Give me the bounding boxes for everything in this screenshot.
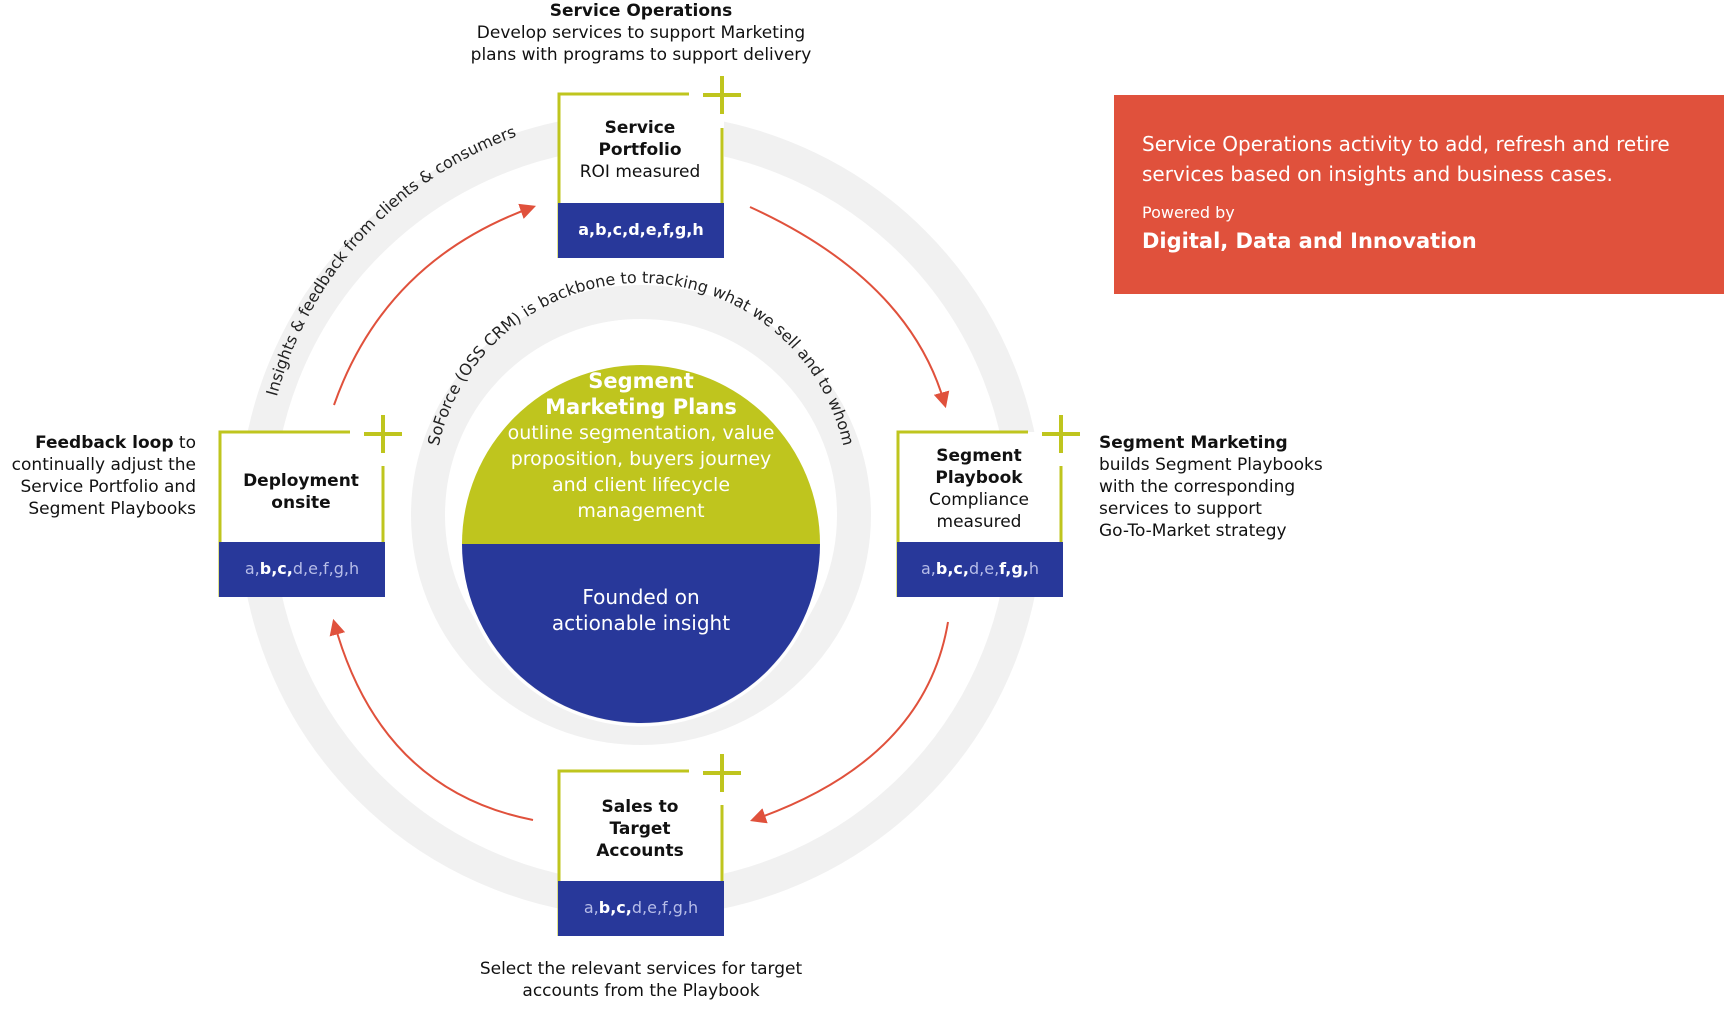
left-title: Feedback loop bbox=[35, 433, 174, 453]
bottom-line-2: accounts from the Playbook bbox=[522, 981, 760, 1001]
bottom-line-1: Select the relevant services for target bbox=[479, 959, 803, 979]
sales-bold-1: Sales to bbox=[601, 797, 679, 817]
segment-playbook-normal-2: measured bbox=[936, 512, 1022, 532]
sales-bold-3: Accounts bbox=[596, 841, 684, 861]
segment-playbook-bold-1: Segment bbox=[936, 446, 1022, 466]
box-deployment-onsite bbox=[218, 415, 402, 597]
code-letter: d, bbox=[968, 559, 985, 578]
center-title-1: Segment bbox=[588, 369, 694, 393]
top-title: Service Operations bbox=[549, 1, 733, 21]
code-letter: e, bbox=[984, 559, 1000, 578]
code-letter: b, bbox=[259, 559, 278, 578]
center-top-half bbox=[462, 365, 820, 544]
inner-ring bbox=[411, 285, 871, 745]
code-letter: h bbox=[688, 898, 699, 917]
center-white-edge bbox=[458, 361, 824, 727]
center-bottom-2: actionable insight bbox=[551, 611, 731, 635]
arrow-portfolio-to-playbook bbox=[749, 206, 950, 409]
segment-playbook-bold-2: Playbook bbox=[935, 468, 1023, 488]
center-bottom-text: Founded on actionable insight bbox=[462, 584, 820, 636]
code-letter: h bbox=[1028, 559, 1039, 578]
center-title-2: Marketing Plans bbox=[545, 395, 737, 419]
code-letter: g, bbox=[1011, 559, 1029, 578]
service-portfolio-bold-2: Portfolio bbox=[598, 140, 682, 160]
arrow-deployment-to-portfolio bbox=[333, 203, 537, 406]
right-line-1: builds Segment Playbooks bbox=[1099, 455, 1323, 475]
box-sales-target-accounts bbox=[557, 754, 741, 936]
segment-playbook-codes: a,b,c,d,e,f,g,h bbox=[897, 559, 1063, 579]
center-desc-2: proposition, buyers journey bbox=[510, 448, 772, 470]
right-line-4: Go-To-Market strategy bbox=[1099, 521, 1287, 541]
code-letter: b, bbox=[598, 898, 617, 917]
code-letter: d, bbox=[292, 559, 309, 578]
code-letter: h bbox=[692, 220, 704, 239]
top-description: Service Operations Develop services to s… bbox=[441, 0, 841, 66]
code-letter: e, bbox=[647, 898, 663, 917]
segment-playbook-label: Segment Playbook Compliance measured bbox=[899, 445, 1059, 533]
code-letter: c, bbox=[953, 559, 969, 578]
arrow-playbook-to-sales bbox=[749, 621, 949, 824]
center-bottom-1: Founded on bbox=[582, 585, 700, 609]
code-letter: f, bbox=[999, 559, 1012, 578]
left-line-3: Service Portfolio and bbox=[20, 477, 196, 497]
deployment-bold-1: Deployment bbox=[243, 471, 359, 491]
left-line-4: Segment Playbooks bbox=[28, 499, 196, 519]
code-letter: c, bbox=[612, 220, 629, 239]
sales-bold-2: Target bbox=[609, 819, 671, 839]
segment-playbook-normal-1: Compliance bbox=[928, 490, 1030, 510]
service-portfolio-codes: a,b,c,d,e,f,g,h bbox=[558, 220, 724, 240]
code-letter: d, bbox=[628, 220, 646, 239]
callout-panel: Service Operations activity to add, refr… bbox=[1114, 95, 1724, 294]
sales-codes: a,b,c,d,e,f,g,h bbox=[558, 898, 724, 918]
callout-text: Service Operations activity to add, refr… bbox=[1142, 132, 1670, 186]
callout-powered-name: Digital, Data and Innovation bbox=[1142, 229, 1477, 253]
service-portfolio-normal-1: ROI measured bbox=[579, 162, 701, 182]
center-desc-4: management bbox=[577, 500, 705, 522]
top-line-1: Develop services to support Marketing bbox=[476, 23, 806, 43]
service-portfolio-label: Service Portfolio ROI measured bbox=[560, 117, 720, 183]
code-letter: a, bbox=[244, 559, 260, 578]
code-letter: g, bbox=[674, 220, 693, 239]
code-letter: e, bbox=[645, 220, 663, 239]
code-letter: b, bbox=[935, 559, 954, 578]
box-segment-playbook bbox=[896, 415, 1080, 597]
right-description: Segment Marketing builds Segment Playboo… bbox=[1099, 432, 1359, 542]
code-letter: a, bbox=[583, 898, 599, 917]
right-line-3: services to support bbox=[1099, 499, 1262, 519]
code-letter: d, bbox=[631, 898, 648, 917]
code-letter: f, bbox=[662, 898, 673, 917]
left-line-2: continually adjust the bbox=[11, 455, 196, 475]
left-line-1: to bbox=[173, 433, 196, 453]
code-letter: f, bbox=[323, 559, 334, 578]
code-letter: h bbox=[349, 559, 360, 578]
sales-label: Sales to Target Accounts bbox=[560, 796, 720, 862]
top-line-2: plans with programs to support delivery bbox=[470, 45, 812, 65]
code-letter: a, bbox=[578, 220, 596, 239]
code-letter: g, bbox=[672, 898, 688, 917]
right-line-2: with the corresponding bbox=[1099, 477, 1296, 497]
center-desc-1: outline segmentation, value bbox=[507, 422, 775, 444]
code-letter: c, bbox=[616, 898, 632, 917]
right-title: Segment Marketing bbox=[1099, 433, 1288, 453]
code-letter: c, bbox=[277, 559, 293, 578]
deployment-label: Deployment onsite bbox=[221, 470, 381, 514]
center-top-text: Segment Marketing Plans outline segmenta… bbox=[462, 368, 820, 524]
callout-powered-by: Powered by bbox=[1142, 203, 1235, 222]
code-letter: f, bbox=[662, 220, 675, 239]
code-letter: b, bbox=[595, 220, 613, 239]
code-letter: e, bbox=[308, 559, 324, 578]
center-desc-3: and client lifecycle bbox=[551, 474, 731, 496]
deployment-bold-2: onsite bbox=[271, 493, 331, 513]
center-bottom-half bbox=[462, 544, 820, 723]
left-description: Feedback loop to continually adjust the … bbox=[0, 432, 196, 520]
service-portfolio-bold-1: Service bbox=[604, 118, 676, 138]
bottom-description: Select the relevant services for target … bbox=[441, 958, 841, 1002]
deployment-codes: a,b,c,d,e,f,g,h bbox=[219, 559, 385, 579]
code-letter: g, bbox=[333, 559, 349, 578]
box-service-portfolio bbox=[557, 76, 741, 258]
arrow-sales-to-deployment bbox=[329, 618, 534, 821]
code-letter: a, bbox=[920, 559, 936, 578]
